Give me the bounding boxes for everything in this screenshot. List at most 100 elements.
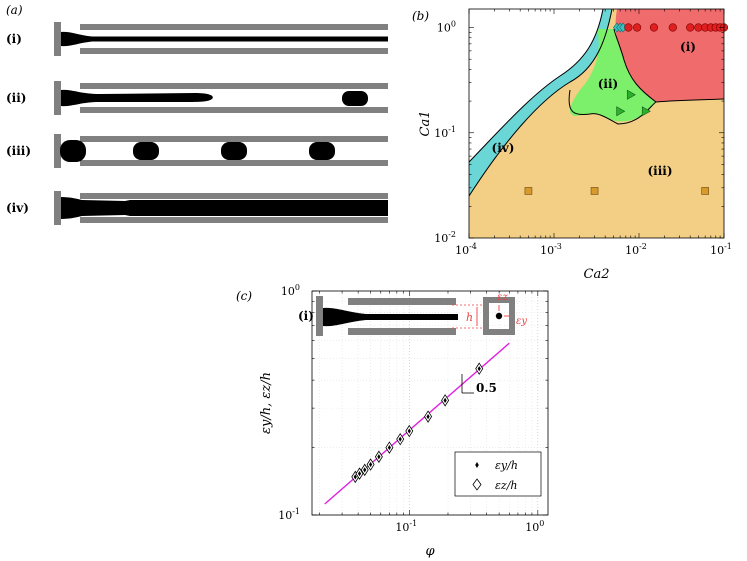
- droplet: [133, 142, 159, 160]
- droplet: [342, 91, 368, 106]
- data-point-ey: [357, 471, 362, 477]
- data-point: [624, 23, 633, 32]
- inlet-wall: [54, 191, 61, 225]
- channel-wall-top: [80, 24, 388, 30]
- data-point-ey: [363, 467, 367, 473]
- channel-wall-bottom: [80, 160, 388, 166]
- x-tick-label: 10-1: [710, 242, 732, 257]
- inset-cross-wall: [483, 329, 515, 335]
- inset-jet-cross-section: [495, 312, 503, 320]
- legend-label-ey: εy/h: [495, 459, 518, 472]
- x-tick-label: 10-1: [395, 519, 417, 534]
- inset-jet: [323, 307, 458, 327]
- inset-label: (i): [298, 309, 314, 323]
- data-point: [701, 187, 709, 195]
- inset-cross-wall: [509, 297, 515, 335]
- x-tick-label: 10-2: [625, 242, 647, 257]
- inset-cross-wall: [483, 297, 489, 335]
- inset-inlet-wall: [316, 296, 323, 336]
- region-label: (i): [680, 40, 696, 54]
- row-label-4: (iv): [6, 201, 29, 215]
- y-axis-label: Ca1: [418, 111, 433, 137]
- droplet: [309, 142, 335, 160]
- regime-regions: [469, 9, 724, 238]
- x-tick-label: 10-3: [540, 242, 562, 257]
- y-tick-label: 100: [437, 20, 456, 35]
- data-point: [616, 106, 626, 117]
- data-point-ey: [398, 436, 402, 442]
- panel-b: (b) (i) (ii) (iii) (iv) 10-4 10-3 10-2 10-1 10-2…: [412, 8, 732, 282]
- plot-frame: [468, 8, 725, 239]
- data-point: [641, 106, 651, 117]
- x-tick-label: 100: [525, 519, 544, 534]
- elongated-thread: [61, 89, 213, 107]
- panel-a-label: (a): [6, 3, 23, 17]
- channel-wall-top: [80, 136, 388, 142]
- data-point: [524, 187, 533, 195]
- data-point-ey: [407, 428, 411, 434]
- inlet-wall: [54, 81, 61, 115]
- data-point-ey: [369, 461, 373, 468]
- data-point: [649, 23, 659, 32]
- region-i: [615, 9, 724, 102]
- inset-ey-label: εy: [516, 316, 527, 327]
- legend-marker-ey: [475, 462, 479, 468]
- panel-b-label: (b): [412, 9, 429, 23]
- row-label-3: (iii): [6, 144, 31, 158]
- inset-cross-wall: [483, 297, 515, 303]
- data-point: [633, 23, 642, 32]
- x-axis-label: Ca2: [584, 267, 610, 282]
- y-axis-label: εy/h, εz/h: [259, 372, 274, 434]
- boundary-line: [568, 89, 724, 125]
- y-tick-label: 10-1: [434, 125, 456, 140]
- data-point: [626, 89, 636, 100]
- droplet: [221, 142, 247, 160]
- data-point-ey: [477, 366, 481, 372]
- boundary-line: [469, 9, 613, 197]
- droplet-forming: [60, 140, 86, 162]
- data-point-ey: [426, 413, 430, 420]
- panel-c-label: (c): [236, 289, 252, 303]
- row-label-1: (i): [6, 32, 22, 46]
- data-point: [668, 23, 677, 32]
- data-point-ey: [443, 397, 447, 403]
- region-ii: [569, 29, 656, 122]
- region-label: (iv): [492, 141, 515, 155]
- region-unlabeled: [469, 9, 603, 162]
- jet-thread: [61, 31, 388, 47]
- data-point-ey: [377, 454, 381, 460]
- region-label: (iii): [647, 164, 672, 178]
- legend-box: [454, 451, 542, 497]
- channel-wall-bottom: [80, 217, 388, 223]
- panel-a: (a) (i) (ii) (iii) (iv): [6, 3, 388, 225]
- inset-h-label: h: [466, 311, 473, 324]
- y-tick-label: 10-1: [278, 507, 300, 522]
- channel-wall-bottom: [80, 107, 388, 113]
- y-tick-label: 100: [281, 283, 300, 298]
- legend-label-ez: εz/h: [495, 479, 518, 492]
- data-point: [686, 23, 695, 32]
- plot-frame: [311, 290, 549, 516]
- data-point-ey: [353, 474, 357, 480]
- boundary-line: [613, 28, 657, 103]
- data-point-ey: [387, 444, 391, 451]
- x-tick-label: 10-4: [455, 242, 477, 257]
- y-tick-label: 10-2: [434, 230, 456, 245]
- inset-ez-label: εz: [497, 292, 508, 303]
- inlet-wall: [54, 134, 61, 168]
- data-point: [590, 187, 599, 195]
- channel-wall-top: [80, 193, 388, 199]
- inlet-wall: [54, 22, 61, 56]
- legend-marker-ez: [472, 478, 482, 491]
- inset-channel-wall-top: [348, 298, 456, 305]
- channel-wall-top: [80, 83, 388, 89]
- boundary-line: [469, 9, 604, 163]
- parallel-flow: [61, 197, 388, 219]
- row-label-2: (ii): [6, 91, 26, 105]
- channel-wall-bottom: [80, 48, 388, 54]
- inset-channel-wall-bottom: [348, 328, 456, 335]
- region-label: (ii): [598, 77, 618, 91]
- x-axis-label: φ: [425, 544, 435, 559]
- slope-label: 0.5: [476, 381, 497, 395]
